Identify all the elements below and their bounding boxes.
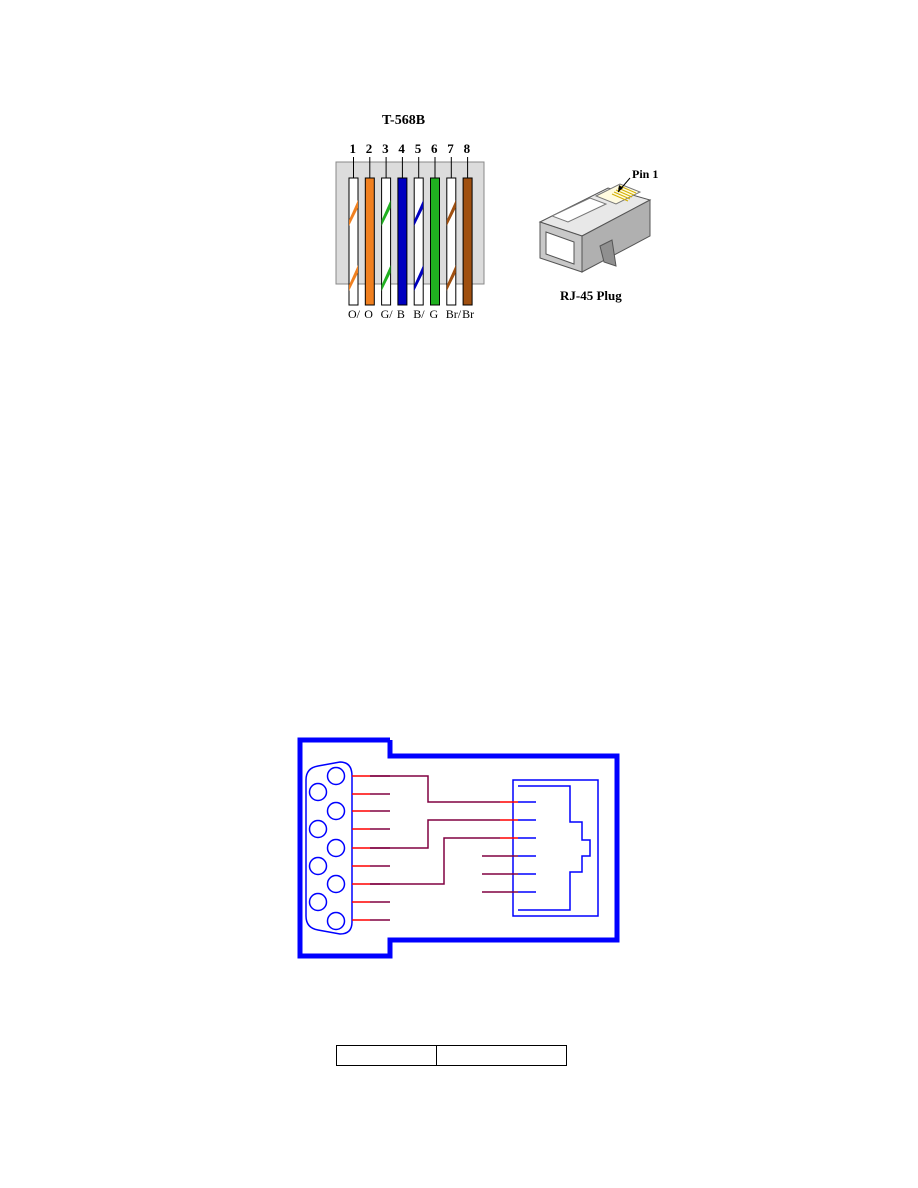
wire-solid bbox=[364, 177, 375, 306]
wire-stripe bbox=[349, 265, 358, 291]
db9-pin bbox=[326, 766, 346, 786]
empty-table bbox=[336, 1045, 567, 1066]
route-wire bbox=[370, 819, 500, 849]
table-cell bbox=[437, 1046, 566, 1065]
db9-pin bbox=[308, 819, 328, 839]
pin-number: 4 bbox=[398, 141, 405, 156]
wire-stripe bbox=[381, 200, 391, 226]
pin-number: 3 bbox=[382, 141, 389, 156]
rj45-caption: RJ-45 Plug bbox=[560, 288, 622, 303]
db9-pin bbox=[326, 801, 346, 821]
wires bbox=[348, 157, 473, 306]
pin-number: 7 bbox=[447, 141, 454, 156]
route-wire bbox=[370, 775, 500, 803]
wire-label: B bbox=[397, 307, 405, 321]
wire-solid bbox=[462, 177, 473, 306]
wire-stripe bbox=[381, 265, 391, 291]
connector-body bbox=[335, 161, 485, 285]
wire-label: B/ bbox=[413, 307, 425, 321]
wire-striped bbox=[446, 177, 457, 306]
db9-pin bbox=[308, 782, 328, 802]
pin1-label: Pin 1 bbox=[632, 167, 658, 181]
wire-labels: O/O G/B B/G Br/Br bbox=[348, 307, 474, 321]
route-wire bbox=[370, 837, 500, 885]
wire-stripe bbox=[446, 200, 456, 226]
wire-striped bbox=[413, 177, 424, 306]
wire-striped bbox=[348, 177, 359, 306]
pin-number: 2 bbox=[366, 141, 373, 156]
wire-label: Br bbox=[462, 307, 474, 321]
pin-number: 6 bbox=[431, 141, 438, 156]
db9-pin bbox=[326, 838, 346, 858]
rj45-jack bbox=[512, 779, 599, 917]
wire-striped bbox=[381, 177, 392, 306]
wire-stripe bbox=[414, 200, 424, 226]
wire-stripe bbox=[349, 200, 358, 226]
jack-pins bbox=[482, 801, 536, 893]
db9-shell bbox=[305, 761, 353, 935]
db9-pin bbox=[326, 911, 346, 931]
pin-number: 5 bbox=[415, 141, 422, 156]
wire-label: O/ bbox=[348, 307, 361, 321]
db9-pin bbox=[308, 856, 328, 876]
wire-stripe bbox=[414, 265, 424, 291]
adapter-wires bbox=[352, 775, 500, 921]
wire-label: Br/ bbox=[446, 307, 462, 321]
wire-solid bbox=[430, 177, 440, 306]
wire-solid bbox=[397, 177, 408, 306]
wire-label: G bbox=[430, 307, 439, 321]
adapter-outline bbox=[297, 737, 620, 959]
wire-stripe bbox=[446, 265, 456, 291]
rj45-plug-image bbox=[538, 183, 652, 273]
pin-number: 8 bbox=[464, 141, 471, 156]
wire-label: O bbox=[364, 307, 373, 321]
wire-label: G/ bbox=[381, 307, 394, 321]
db9-pin bbox=[308, 892, 328, 912]
pin-number: 1 bbox=[350, 141, 357, 156]
db9-pins bbox=[308, 766, 346, 931]
t568b-title: T-568B bbox=[382, 113, 425, 128]
db9-pin bbox=[326, 874, 346, 894]
table-cell bbox=[337, 1046, 437, 1065]
